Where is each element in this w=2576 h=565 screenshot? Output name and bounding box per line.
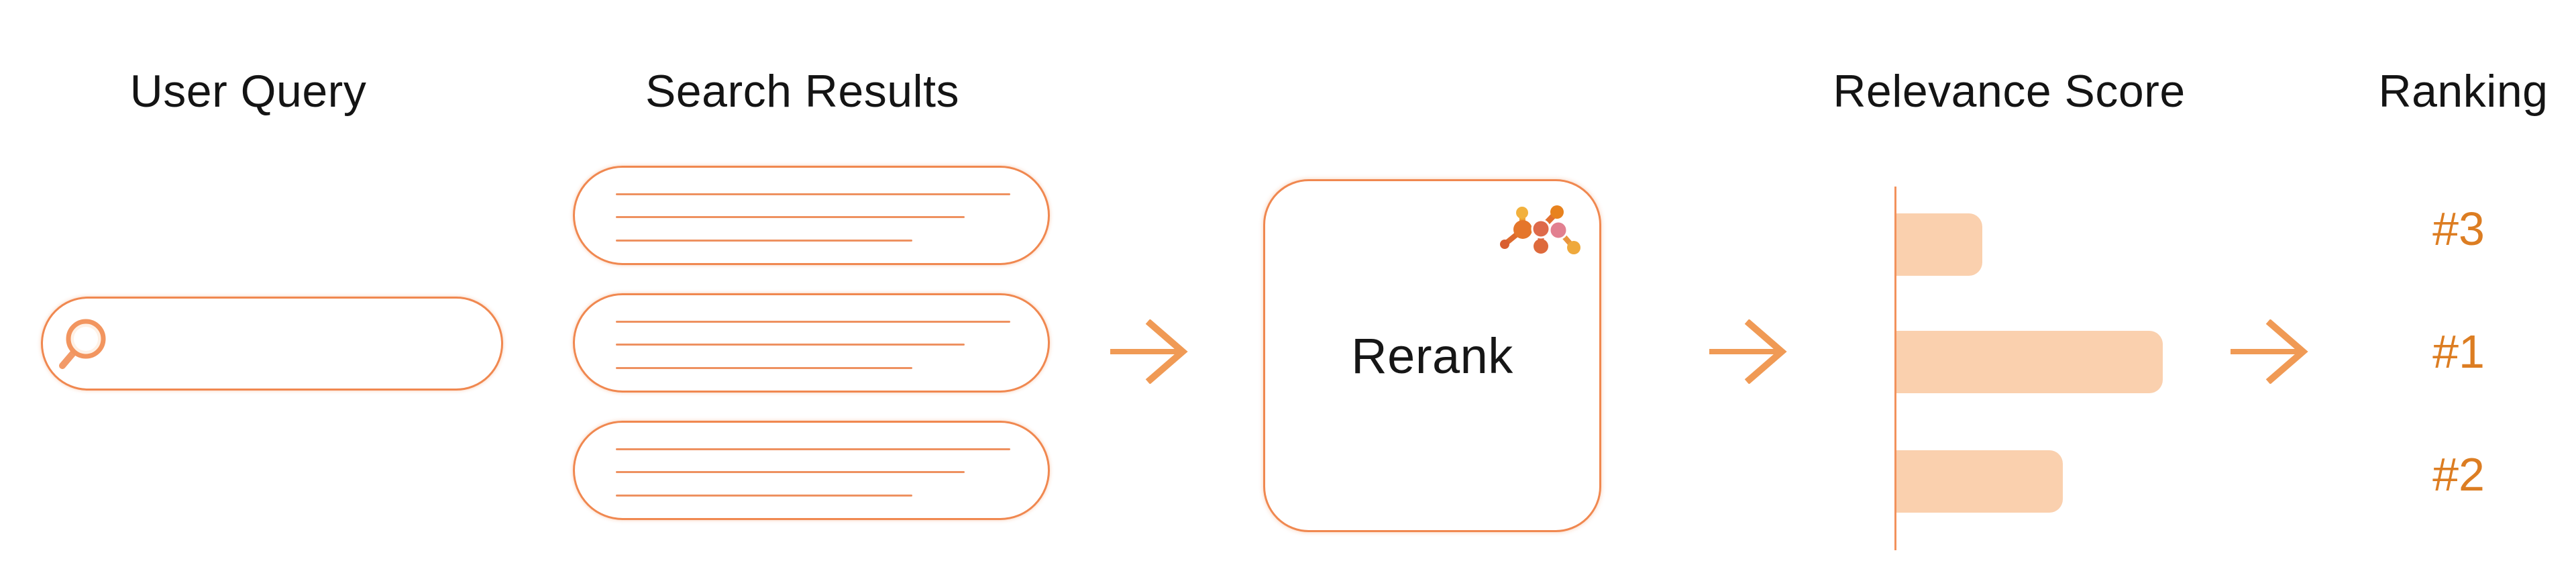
search-input [41,297,503,391]
search-results-title: Search Results [645,66,960,117]
search-icon [59,312,115,376]
skeleton-text-line [616,448,1010,450]
relevance-score-title: Relevance Score [1833,66,2186,117]
result-card [573,293,1050,393]
flow-arrow-icon [1708,319,1788,384]
flow-arrow-icon [2229,319,2310,384]
rank-label: #3 [2432,203,2485,255]
skeleton-text-line [616,193,1010,195]
result-card [573,166,1050,265]
result-card [573,421,1050,520]
skeleton-text-line [616,344,965,346]
skeleton-text-line [616,321,1010,323]
rerank-label: Rerank [1351,327,1513,384]
score-axis [1894,187,1896,550]
rank-label: #1 [2432,325,2485,378]
skeleton-text-line [616,471,965,473]
score-bar [1896,213,1982,276]
rank-label: #2 [2432,448,2485,501]
rerank-box: Rerank [1263,179,1601,532]
skeleton-text-line [616,216,965,218]
molecule-network-icon [1499,204,1583,256]
ranking-title: Ranking [2378,66,2548,117]
skeleton-text-line [616,367,912,369]
skeleton-text-line [616,495,912,497]
skeleton-text-line [616,240,912,242]
score-bar [1896,331,2163,393]
user-query-title: User Query [129,66,367,117]
flow-arrow-icon [1109,319,1189,384]
score-bar [1896,450,2063,513]
